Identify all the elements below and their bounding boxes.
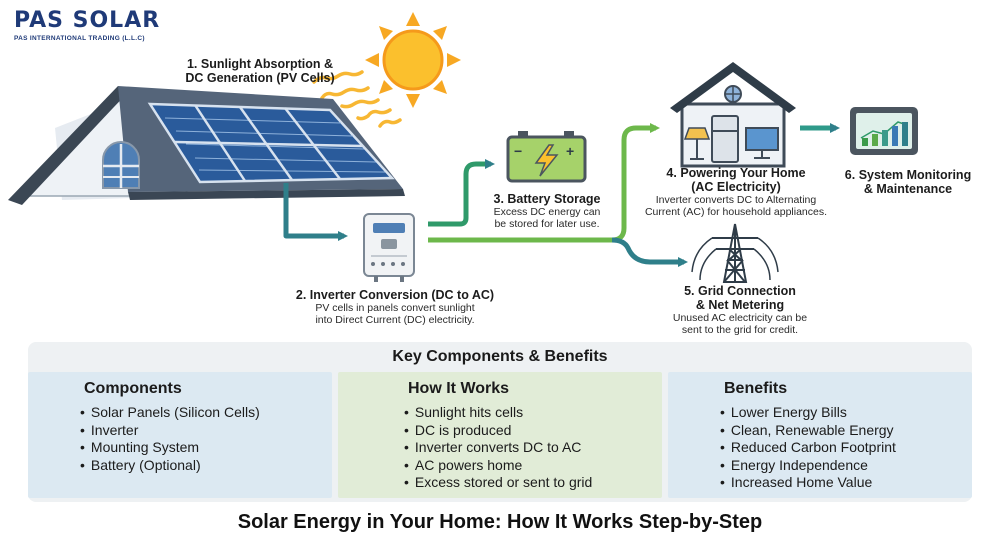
- benefits-heading: Benefits: [724, 380, 788, 397]
- step-2-title: 2. Inverter Conversion (DC to AC): [295, 288, 495, 302]
- step-3-desc-line1: Excess DC energy can: [493, 206, 601, 218]
- step-4-label: 4. Powering Your Home (AC Electricity) I…: [630, 166, 842, 218]
- list-item: Clean, Renewable Energy: [720, 422, 896, 440]
- inverter-icon: [363, 213, 415, 282]
- step-3-desc-line2: be stored for later use.: [494, 218, 600, 230]
- list-item: Lower Energy Bills: [720, 404, 896, 422]
- list-item: Inverter converts DC to AC: [404, 439, 592, 457]
- transmission-tower-icon: [691, 223, 779, 283]
- step-3-title: 3. Battery Storage: [493, 192, 601, 206]
- step-5-title-line1: 5. Grid Connection: [684, 284, 796, 298]
- step-6-title-line1: 6. System Monitoring: [844, 168, 972, 182]
- list-item: Mounting System: [80, 439, 260, 457]
- step-1-title-line2: DC Generation (PV Cells): [185, 71, 335, 85]
- list-item: AC powers home: [404, 457, 592, 475]
- components-list: Solar Panels (Silicon Cells) Inverter Mo…: [80, 404, 260, 474]
- list-item: DC is produced: [404, 422, 592, 440]
- home-icon: [670, 62, 796, 168]
- sun-icon: [365, 12, 461, 108]
- list-item: Reduced Carbon Footprint: [720, 439, 896, 457]
- list-item: Solar Panels (Silicon Cells): [80, 404, 260, 422]
- components-heading: Components: [84, 380, 182, 397]
- step-4-desc-line2: Current (AC) for household appliances.: [644, 206, 828, 218]
- step-4-title-line1: 4. Powering Your Home: [666, 166, 806, 180]
- how-it-works-list: Sunlight hits cells DC is produced Inver…: [404, 404, 592, 492]
- step-3-label: 3. Battery Storage Excess DC energy can …: [478, 192, 616, 230]
- sunlight-rays: [312, 70, 402, 128]
- list-item: Energy Independence: [720, 457, 896, 475]
- list-item: Inverter: [80, 422, 260, 440]
- arrow-to-grid: [611, 237, 688, 267]
- solar-panel-array: [147, 102, 395, 184]
- key-components-panel: Key Components & Benefits Components Sol…: [28, 342, 972, 502]
- step-4-title-line2: (AC Electricity): [691, 180, 781, 194]
- step-2-desc-line1: PV cells in panels convert sunlight: [315, 302, 475, 314]
- step-5-title-line2: & Net Metering: [695, 298, 785, 312]
- panel-title: Key Components & Benefits: [392, 348, 608, 365]
- step-2-desc-line2: into Direct Current (DC) electricity.: [315, 314, 475, 326]
- step-5-desc-line2: sent to the grid for credit.: [681, 324, 799, 336]
- step-6-label: 6. System Monitoring & Maintenance: [836, 168, 980, 196]
- step-4-desc-line1: Inverter converts DC to Alternating: [655, 194, 817, 206]
- step-1-label: 1. Sunlight Absorption & DC Generation (…: [150, 57, 370, 85]
- house-with-solar-roof: [8, 86, 405, 205]
- step-5-label: 5. Grid Connection & Net Metering Unused…: [660, 284, 820, 336]
- list-item: Battery (Optional): [80, 457, 260, 475]
- battery-icon: [506, 131, 587, 183]
- list-item: Increased Home Value: [720, 474, 896, 492]
- logo-subtitle: PAS INTERNATIONAL TRADING (L.L.C): [14, 35, 145, 42]
- how-it-works-heading: How It Works: [408, 380, 510, 397]
- step-5-desc-line1: Unused AC electricity can be: [672, 312, 808, 324]
- footer-title: Solar Energy in Your Home: How It Works …: [237, 511, 763, 533]
- list-item: Excess stored or sent to grid: [404, 474, 592, 492]
- arrow-inverter-to-battery: [428, 159, 495, 227]
- battery-plus-sign: +: [566, 143, 575, 159]
- step-1-title-line1: 1. Sunlight Absorption &: [186, 57, 334, 71]
- step-2-label: 2. Inverter Conversion (DC to AC) PV cel…: [270, 288, 520, 326]
- battery-minus-sign: −: [514, 143, 523, 159]
- components-column: Components Solar Panels (Silicon Cells) …: [28, 372, 332, 498]
- list-item: Sunlight hits cells: [404, 404, 592, 422]
- step-6-title-line2: & Maintenance: [863, 182, 953, 196]
- house-window: [102, 141, 140, 189]
- benefits-list: Lower Energy Bills Clean, Renewable Ener…: [720, 404, 896, 492]
- logo-wordmark: PAS SOLAR: [14, 8, 161, 33]
- how-it-works-column: How It Works Sunlight hits cells DC is p…: [338, 372, 662, 498]
- benefits-column: Benefits Lower Energy Bills Clean, Renew…: [668, 372, 972, 498]
- monitoring-screen-icon: [850, 107, 918, 155]
- arrow-panels-to-inverter: [283, 183, 348, 241]
